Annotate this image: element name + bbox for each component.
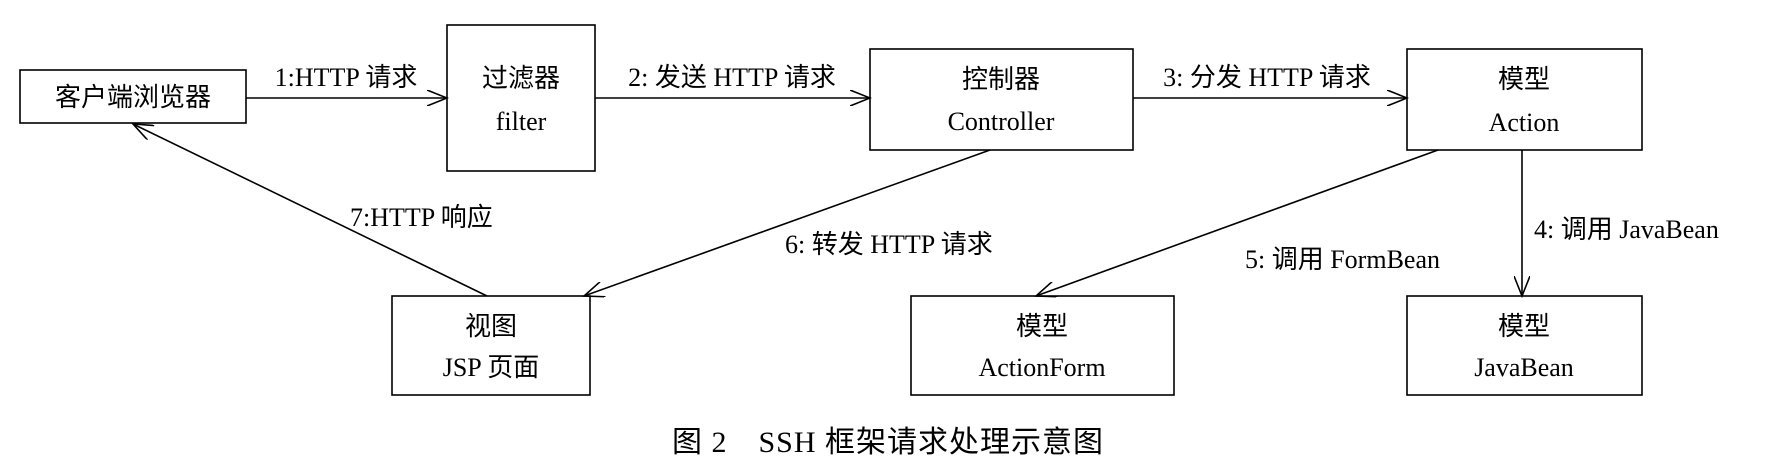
edge-5-arrow	[1036, 149, 1439, 296]
edge-5-label: 5: 调用 FormBean	[1245, 245, 1440, 274]
node-action-line-1: 模型	[1498, 65, 1550, 94]
node-view: 视图 JSP 页面	[391, 295, 591, 396]
edge-1: 1:HTTP 请求	[246, 63, 447, 98]
edge-7-label: 7:HTTP 响应	[350, 203, 493, 232]
node-browser-line-1: 客户端浏览器	[55, 83, 211, 112]
node-javabean-line-1: 模型	[1498, 312, 1550, 341]
edge-6: 6: 转发 HTTP 请求	[584, 149, 993, 296]
node-filter-line-2: filter	[496, 107, 547, 136]
node-actionform-line-2: ActionForm	[978, 353, 1105, 382]
node-controller-line-2: Controller	[948, 107, 1055, 136]
node-view-line-2: JSP 页面	[443, 353, 540, 382]
node-view-line-1: 视图	[465, 312, 517, 341]
edge-3-label: 3: 分发 HTTP 请求	[1163, 63, 1371, 92]
figure-caption: 图 2 SSH 框架请求处理示意图	[672, 426, 1104, 459]
edge-4-label: 4: 调用 JavaBean	[1534, 215, 1719, 244]
node-javabean: 模型 JavaBean	[1406, 295, 1643, 396]
node-action-line-2: Action	[1489, 108, 1560, 137]
edge-6-label: 6: 转发 HTTP 请求	[785, 230, 993, 259]
edge-3: 3: 分发 HTTP 请求	[1133, 63, 1407, 98]
edge-4: 4: 调用 JavaBean	[1522, 150, 1719, 296]
node-javabean-line-2: JavaBean	[1474, 353, 1574, 382]
edge-7-arrow	[133, 124, 488, 297]
edge-7: 7:HTTP 响应	[133, 124, 493, 297]
node-actionform: 模型 ActionForm	[910, 295, 1175, 396]
node-actionform-line-1: 模型	[1016, 312, 1068, 341]
node-action: 模型 Action	[1406, 48, 1643, 151]
edge-5: 5: 调用 FormBean	[1036, 149, 1440, 296]
node-controller-line-1: 控制器	[962, 65, 1040, 94]
node-controller: 控制器 Controller	[869, 48, 1134, 151]
node-browser: 客户端浏览器	[19, 69, 247, 124]
edge-2-label: 2: 发送 HTTP 请求	[628, 63, 836, 92]
node-filter-line-1: 过滤器	[482, 64, 560, 93]
edge-1-label: 1:HTTP 请求	[275, 63, 418, 92]
edge-6-arrow	[584, 149, 991, 296]
node-filter: 过滤器 filter	[446, 24, 596, 172]
edge-2: 2: 发送 HTTP 请求	[595, 63, 870, 98]
